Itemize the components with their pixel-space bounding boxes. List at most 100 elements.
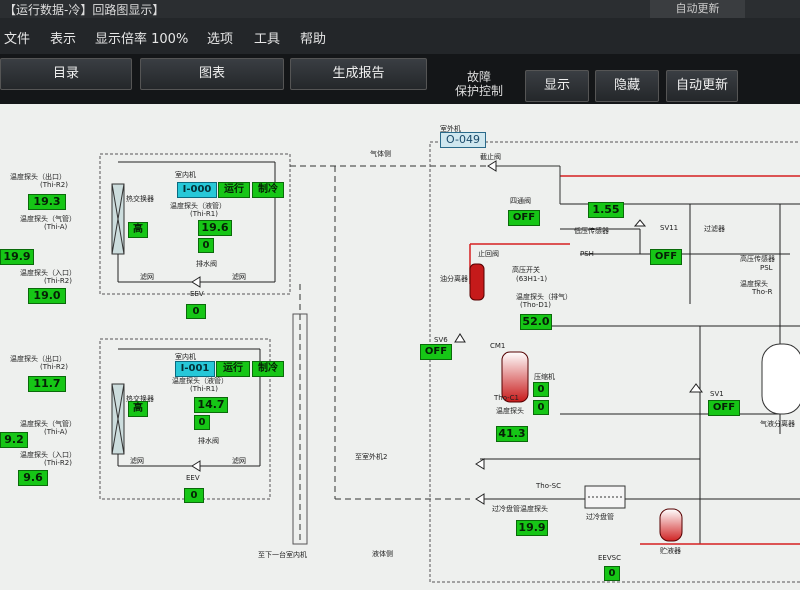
temp-probe-code: Tho-C1 [494, 394, 519, 402]
u1-id[interactable]: I-000 [177, 182, 217, 198]
u2-filter1-label: 滤网 [130, 457, 144, 465]
accumulator-label: 气液分离器 [760, 420, 795, 428]
hp-switch-label: 高压开关 [512, 266, 540, 274]
menu-file[interactable]: 文件 [4, 32, 31, 47]
sv11-value: OFF [650, 249, 682, 265]
hide-button[interactable]: 隐藏 [595, 70, 659, 102]
sv6-label: SV6 [434, 336, 448, 344]
u1-eev-label: EEV [190, 290, 204, 298]
u2-eev-label: EEV [186, 474, 200, 482]
filter-label: 过滤器 [704, 225, 725, 233]
u1-temp-in-value: 19.0 [28, 288, 66, 304]
u1-temp-out-value: 19.3 [28, 194, 66, 210]
receiver-shape [659, 508, 683, 542]
u2-temp-liq-value: 14.7 [194, 397, 228, 413]
hp-code-label: (63H1-1) [516, 275, 548, 283]
sv1-value: OFF [708, 400, 740, 416]
u2-mode: 制冷 [252, 361, 284, 377]
hp-sensor-label: 高压传感器 [740, 255, 775, 263]
u1-temp-gas-value: 19.9 [0, 249, 34, 265]
psl-label: PSL [760, 264, 773, 272]
subcool-value: 19.9 [516, 520, 548, 536]
valve-sub [475, 493, 485, 505]
fault-label-line2: 保护控制 [455, 84, 504, 98]
circuit-diagram-panel: 温度探头（出口） (Thi-R2) 19.3 温度探头（气管） (Thi-A) … [0, 104, 800, 590]
u1-fan: 高 [128, 222, 148, 238]
u1-value-a: 0 [198, 238, 214, 253]
u2-status: 运行 [216, 361, 250, 377]
report-button[interactable]: 生成报告 [290, 58, 427, 90]
unit1-frame [99, 153, 291, 295]
u2-id[interactable]: I-001 [175, 361, 215, 377]
temp-probe-label: 温度探头 [496, 407, 524, 415]
u2-temp-in-code: (Thi-R2) [44, 459, 72, 467]
u2-temp-out-code: (Thi-R2) [40, 363, 68, 371]
eevsc-value: 0 [604, 566, 620, 581]
show-button[interactable]: 显示 [525, 70, 589, 102]
toolbar: 目录 图表 生成报告 故障 保护控制 显示 隐藏 自动更新 [0, 54, 800, 104]
u1-filter2-label: 滤网 [232, 273, 246, 281]
fault-protection-label: 故障 保护控制 [455, 70, 503, 98]
unit2-hx-x2 [111, 383, 125, 455]
valve-sv6 [454, 333, 466, 343]
to-outdoor-label: 至室外机2 [355, 453, 388, 461]
title-bar: 【运行数据-冷】回路图显示】 自动更新 [0, 0, 800, 18]
u2-temp-gas-code: (Thi-A) [44, 428, 68, 436]
u1-drain-label: 排水阀 [196, 260, 217, 268]
outdoor-frame [429, 141, 800, 583]
accumulator-shape [761, 343, 800, 415]
discharge-label: 温度探头（排气） [516, 293, 572, 301]
menu-zoom[interactable]: 显示倍率 100% [95, 32, 189, 47]
outdoor-id[interactable]: O-049 [440, 132, 486, 148]
u2-indoor-label: 室内机 [175, 353, 196, 361]
catalog-button[interactable]: 目录 [0, 58, 132, 90]
subcooler-label: 过冷盘管 [586, 513, 614, 521]
menu-bar: 文件 表示 显示倍率 100% 选项 工具 帮助 [0, 18, 800, 54]
value-155: 1.55 [588, 202, 624, 218]
to-next-indoor-label: 至下一台室内机 [258, 551, 307, 559]
compressor-label: 压缩机 [534, 373, 555, 381]
window-title: 【运行数据-冷】回路图显示】 [4, 3, 165, 17]
psh-label: PSH [580, 250, 594, 258]
menu-view[interactable]: 表示 [50, 32, 77, 47]
auto-update-button[interactable]: 自动更新 [666, 70, 738, 102]
u1-status: 运行 [218, 182, 250, 198]
u1-temp-out-code: (Thi-R2) [40, 181, 68, 189]
compressor-value-2: 0 [533, 400, 549, 415]
u1-filter1-label: 滤网 [140, 273, 154, 281]
menu-tools[interactable]: 工具 [254, 32, 281, 47]
four-way-label: 四通阀 [510, 197, 531, 205]
u2-drain-label: 排水阀 [198, 437, 219, 445]
menu-options[interactable]: 选项 [207, 32, 234, 47]
u2-eev-value: 0 [184, 488, 204, 503]
check-valve-label: 截止阀 [480, 153, 501, 161]
u2-temp-in-label: 温度探头（入口） [20, 451, 76, 459]
u1-mode: 制冷 [252, 182, 284, 198]
u1-temp-gas-label: 温度探头（气管） [20, 215, 76, 223]
discharge-value: 52.0 [520, 314, 552, 330]
temp-probe-value: 41.3 [496, 426, 528, 442]
auto-update-title-button[interactable]: 自动更新 [650, 0, 745, 18]
chart-button[interactable]: 图表 [140, 58, 284, 90]
receiver-label: 贮液器 [660, 547, 681, 555]
oil-separator-shape [469, 263, 485, 301]
subcool-label: 过冷盘管温度探头 [492, 505, 548, 513]
valve-liq [475, 458, 485, 470]
u2-filter2-label: 滤网 [232, 457, 246, 465]
sv1-label: SV1 [710, 390, 724, 398]
u1-hx-label: 热交换器 [126, 195, 154, 203]
tho-sc-label: Tho-SC [536, 482, 561, 490]
valve-eev2 [191, 460, 201, 472]
u2-temp-gas-value: 9.2 [0, 432, 28, 448]
pipe-lines [99, 141, 800, 583]
u2-temp-liq-label: 温度探头（液管） [172, 377, 228, 385]
eevsc-label: EEVSC [598, 554, 621, 562]
u2-fan: 高 [128, 401, 148, 417]
four-way-value: OFF [508, 210, 540, 226]
menu-help[interactable]: 帮助 [300, 32, 327, 47]
unit1-hx-x2 [111, 183, 125, 255]
valve-sv11 [633, 219, 647, 227]
sv6-value: OFF [420, 344, 452, 360]
compressor-shape [501, 351, 529, 403]
liquid-pipe-label: 液体侧 [372, 550, 393, 558]
